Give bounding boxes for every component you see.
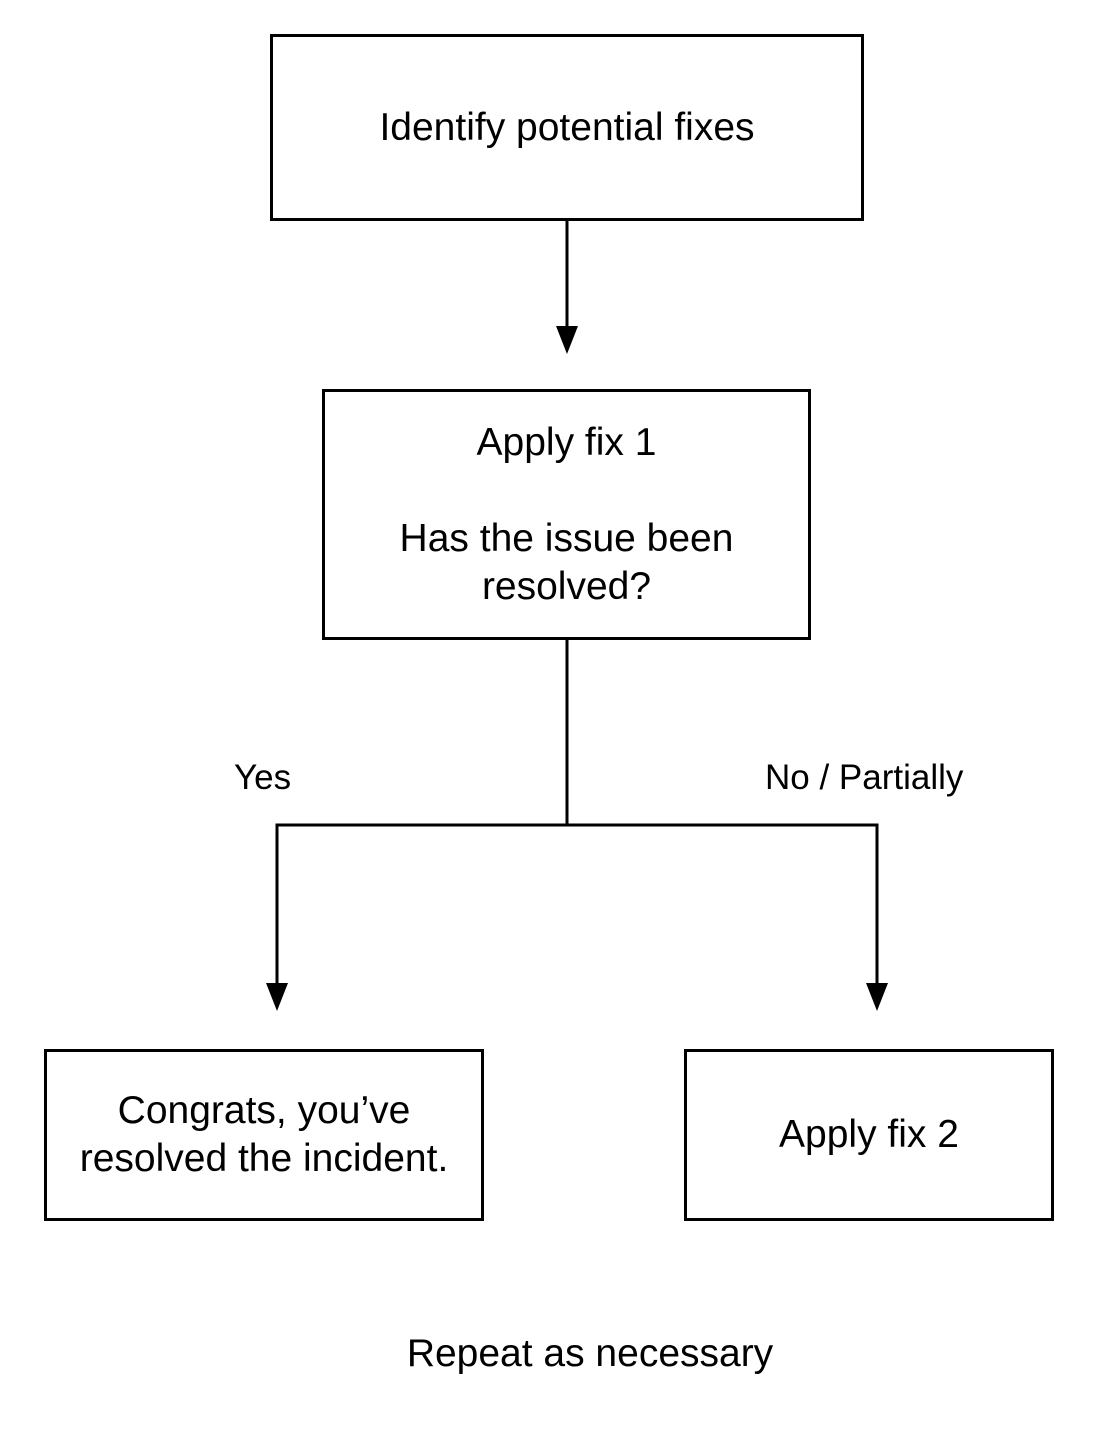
node-apply-fix-2: Apply fix 2 xyxy=(684,1049,1054,1221)
node-congrats-line-2: resolved the incident. xyxy=(79,1137,449,1180)
edge-label-yes: Yes xyxy=(234,758,292,797)
arrowhead-apply1 xyxy=(556,326,578,354)
node-congrats: Congrats, you’ve resolved the incident. xyxy=(44,1049,484,1221)
node-question-line-2: resolved? xyxy=(481,564,652,608)
arrowhead-congrats xyxy=(266,983,288,1011)
footer-note: Repeat as necessary xyxy=(406,1332,774,1375)
edge-label-no-partially: No / Partially xyxy=(765,758,964,797)
node-apply-fix-2-text: Apply fix 2 xyxy=(779,1113,959,1156)
node-apply-fix-1: Apply fix 1 Has the issue been resolved? xyxy=(322,389,811,640)
node-identify-text: Identify potential fixes xyxy=(379,105,755,149)
node-identify-fixes: Identify potential fixes xyxy=(270,34,864,221)
arrowhead-apply2 xyxy=(866,983,888,1011)
node-question-line-1: Has the issue been xyxy=(399,516,734,560)
node-congrats-line-1: Congrats, you’ve xyxy=(117,1089,411,1132)
node-apply-fix-1-title: Apply fix 1 xyxy=(476,420,657,464)
